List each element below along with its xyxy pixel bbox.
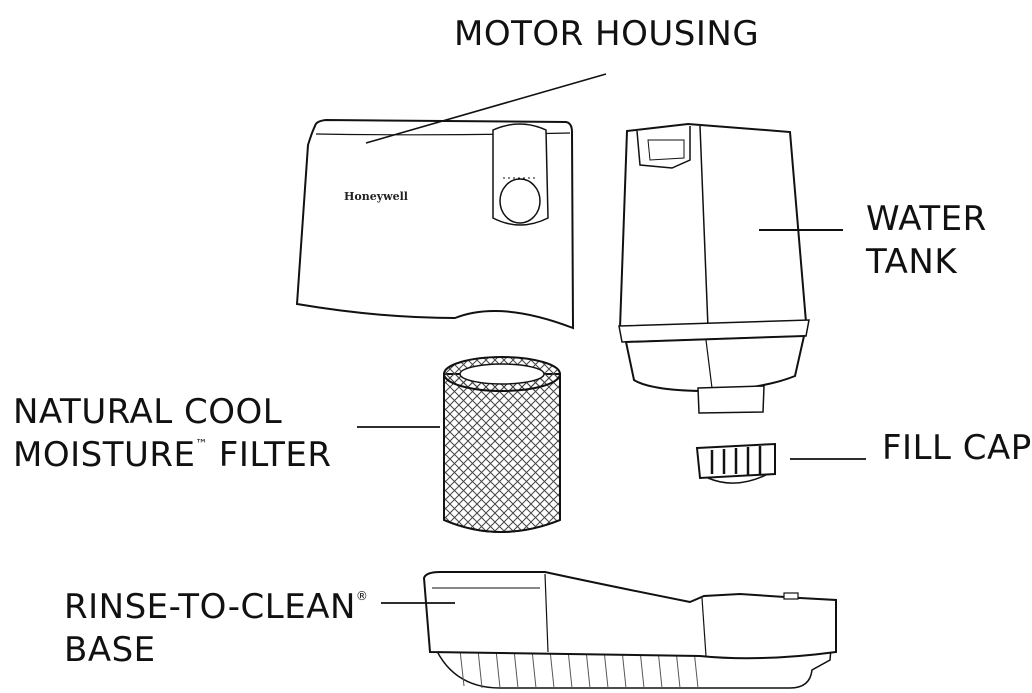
water-tank-label: WATER TANK xyxy=(866,198,987,283)
filter-label: NATURAL COOL MOISTURE™ FILTER xyxy=(13,391,332,476)
base-drawing xyxy=(424,572,836,688)
water-tank-label-line1: WATER xyxy=(866,198,987,241)
filter-drawing xyxy=(444,357,560,532)
fill-cap-label: FILL CAP xyxy=(882,427,1032,470)
base-label-line1: RINSE-TO-CLEAN® xyxy=(64,586,368,629)
water-tank-label-line2: TANK xyxy=(866,241,987,284)
filter-label-filter: FILTER xyxy=(207,435,331,475)
base-label: RINSE-TO-CLEAN® BASE xyxy=(64,586,368,671)
base-label-rinse: RINSE-TO-CLEAN xyxy=(64,587,356,627)
fill-cap-label-text: FILL CAP xyxy=(882,428,1032,468)
filter-label-line1: NATURAL COOL xyxy=(13,391,332,434)
motor-housing-label-text: MOTOR HOUSING xyxy=(454,14,759,54)
trademark-symbol: ™ xyxy=(195,437,207,451)
motor-housing-drawing: Honeywell xyxy=(297,120,573,328)
base-label-line2: BASE xyxy=(64,629,368,672)
filter-label-line2: MOISTURE™ FILTER xyxy=(13,434,332,477)
registered-symbol: ® xyxy=(356,589,368,603)
water-tank-drawing xyxy=(619,124,809,413)
motor-housing-label: MOTOR HOUSING xyxy=(454,13,759,56)
fill-cap-drawing xyxy=(697,444,775,483)
brand-logo: Honeywell xyxy=(344,190,408,203)
filter-label-moisture: MOISTURE xyxy=(13,435,195,475)
